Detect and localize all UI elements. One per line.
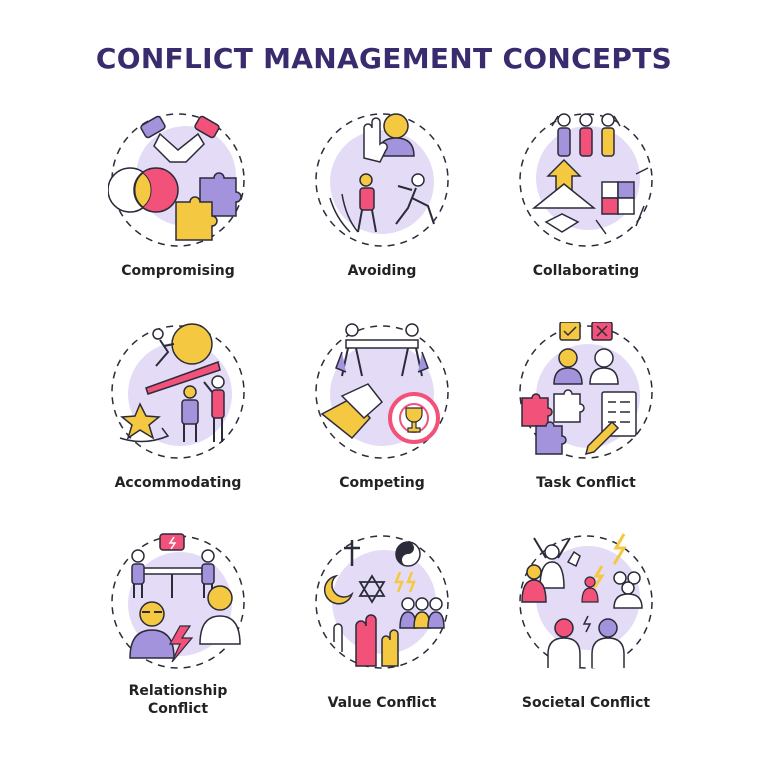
- concept-label: Competing: [272, 474, 492, 492]
- concept-label: Avoiding: [272, 262, 492, 280]
- page-title: CONFLICT MANAGEMENT CONCEPTS: [95, 42, 673, 75]
- checklist-people-puzzle-icon: [519, 322, 653, 459]
- concept-label-line: Collaborating: [532, 263, 640, 279]
- team-arrow-puzzle-hands-icon: [519, 113, 653, 247]
- concept-label-line: Compromising: [121, 263, 235, 279]
- concept-label: Societal Conflict: [476, 694, 696, 712]
- concept-label: Value Conflict: [272, 694, 492, 712]
- concept-label-line: Conflict: [147, 701, 209, 717]
- concept-label-line: Task Conflict: [536, 475, 636, 491]
- concept-label: Task Conflict: [476, 474, 696, 492]
- concept-label-line: Value Conflict: [327, 695, 437, 711]
- concept-label-line: Avoiding: [347, 263, 417, 279]
- concept-label: Collaborating: [476, 262, 696, 280]
- concept-label-line: Competing: [339, 475, 425, 491]
- concept-label: Relationship Conflict: [68, 682, 288, 718]
- meeting-lightning-people-icon: [111, 533, 245, 669]
- handshake-venn-puzzle-icon: [108, 113, 245, 247]
- concept-label: Compromising: [68, 262, 288, 280]
- arm-wrestling-trophy-icon: [315, 323, 449, 459]
- stop-hand-running-person-icon: [315, 113, 449, 247]
- concept-label-line: Accommodating: [114, 475, 242, 491]
- religious-symbols-crowd-icon: [315, 535, 449, 669]
- concept-label-line: Societal Conflict: [521, 695, 651, 711]
- sisyphus-star-people-icon: [111, 323, 245, 459]
- concept-label-line: Relationship: [128, 683, 228, 699]
- protest-crowd-lightning-icon: [519, 533, 653, 669]
- concept-label: Accommodating: [68, 474, 288, 492]
